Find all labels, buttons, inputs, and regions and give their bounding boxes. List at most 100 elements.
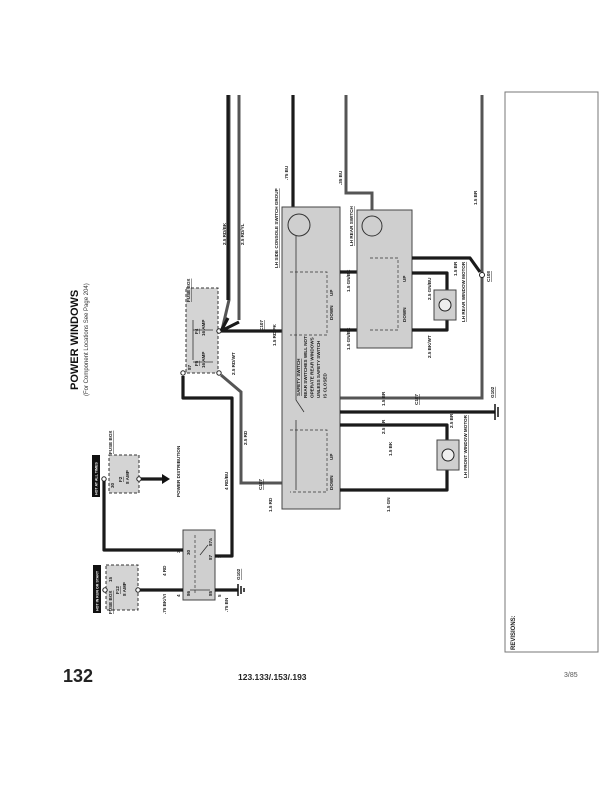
wire-label: 2.5 GN/BU bbox=[427, 277, 432, 300]
wire-4rd bbox=[102, 481, 183, 552]
wire-35bu bbox=[344, 95, 374, 210]
page-title: POWER WINDOWS bbox=[69, 290, 81, 390]
wire-label: 2.5 RD/BK bbox=[222, 222, 227, 245]
down-label: DOWN bbox=[329, 475, 334, 490]
wire-label: 1.5 BK bbox=[388, 441, 393, 456]
wire-label: .75 BU bbox=[284, 165, 289, 180]
relay-pin-4: 4 bbox=[176, 594, 181, 597]
relay-pin-87a: 87a bbox=[208, 538, 213, 546]
page-subtitle: (For Component Locations See Page 204) bbox=[84, 283, 90, 396]
revisions-label: REVISIONS: bbox=[511, 615, 517, 650]
hot-all-times-tag bbox=[92, 455, 100, 497]
f2-pin: 30 bbox=[110, 482, 115, 488]
f2-terminal bbox=[101, 476, 107, 482]
f2-terminal bbox=[136, 476, 142, 482]
up-label: UP bbox=[329, 454, 334, 460]
up-label: UP bbox=[402, 276, 407, 282]
safety-switch-label: SAFETY SWITCH bbox=[296, 358, 301, 396]
motor-icon bbox=[441, 448, 455, 462]
wire-label: 2.5 BR bbox=[381, 419, 386, 434]
wire-25rdwt bbox=[219, 317, 282, 333]
hot-run-start-tag bbox=[93, 565, 101, 613]
f12-pin: 15 bbox=[108, 576, 113, 582]
ground-icon bbox=[237, 584, 245, 596]
f5-rating: 16 AMP bbox=[201, 352, 206, 368]
rear-switch-label: LH REAR SWITCH bbox=[349, 206, 354, 246]
safety-note: OPERATE REAR WINDOWS bbox=[310, 337, 315, 398]
c108-connector bbox=[479, 272, 485, 278]
arrow-icon bbox=[162, 474, 170, 484]
relay-pin-86: 86 bbox=[186, 590, 191, 596]
wire-label: 2.5 BK/WT bbox=[427, 335, 432, 358]
wire-label: 4 RD bbox=[162, 565, 167, 576]
lh-rear-switch bbox=[356, 209, 413, 349]
connector-label: C107 bbox=[414, 394, 419, 405]
relay-pin-87: 87 bbox=[208, 554, 213, 560]
connector-label: C107 bbox=[259, 320, 264, 331]
console-switch-label: LH SIDE CONSOLE SWITCH GROUP bbox=[274, 188, 279, 268]
f12-rating: 8 AMP bbox=[122, 582, 127, 596]
switch-internal bbox=[295, 236, 305, 490]
power-distribution-label: POWER DISTRIBUTION bbox=[176, 445, 181, 497]
connector-label: G102 bbox=[236, 568, 241, 580]
fuse-link bbox=[192, 320, 213, 363]
safety-note: UNLESS SAFETY SWITCH bbox=[316, 340, 321, 398]
connector-label: G102 bbox=[490, 386, 495, 398]
motor-icon bbox=[438, 298, 452, 312]
fuse-box-label: FUSE BOX bbox=[108, 430, 113, 454]
model-numbers: 123.133/.153/.193 bbox=[238, 672, 307, 682]
wire-15br bbox=[340, 95, 484, 400]
f12-terminal bbox=[102, 587, 108, 593]
safety-note: REAR SWITCHES WILL NOT bbox=[303, 336, 308, 398]
wire-label: 1.5 RD bbox=[268, 497, 273, 512]
wire-4rdbu bbox=[181, 376, 234, 558]
illumination-lamp-icon bbox=[287, 213, 311, 237]
relay-pin-30: 30 bbox=[186, 549, 191, 555]
lh-side-console-switch-group bbox=[281, 206, 341, 510]
wire-label: 1.5 GN/BK bbox=[346, 269, 351, 292]
wire-15gnbk bbox=[340, 270, 357, 332]
ground-icon bbox=[494, 404, 499, 420]
f2-name: F2 bbox=[118, 476, 123, 482]
relay bbox=[182, 529, 216, 601]
wire-25rd bbox=[220, 373, 282, 485]
wire-label: 2.5 RD/YL bbox=[240, 223, 245, 245]
relay-pin-85: 85 bbox=[208, 590, 213, 596]
f2-rating: 8 AMP bbox=[125, 470, 130, 484]
fuse-box-f4-f5 bbox=[185, 287, 219, 374]
wire-label: .75 BK/VI bbox=[162, 594, 167, 614]
wire-label: .35 BU bbox=[338, 170, 343, 185]
wire-label: 2.5 BR bbox=[449, 413, 454, 428]
down-label: DOWN bbox=[402, 307, 407, 322]
wire-label: 1.5 RD/PK bbox=[272, 323, 277, 346]
front-motor-label: LH FRONT WINDOW MOTOR bbox=[463, 414, 468, 478]
relay-contact bbox=[190, 544, 210, 591]
wire-label: .75 BN bbox=[224, 597, 229, 612]
up-label: UP bbox=[329, 290, 334, 296]
wire-label: 1.5 BR bbox=[381, 391, 386, 406]
hot-run-start-label: HOT IN RUN OR START bbox=[96, 570, 100, 611]
f12-terminal bbox=[135, 587, 141, 593]
fuse-box-f2 bbox=[108, 454, 140, 494]
illumination-lamp-icon bbox=[361, 215, 383, 237]
fuse-box-label: FUSE BOX bbox=[186, 278, 191, 302]
wire-front-motor bbox=[340, 410, 495, 492]
safety-note: IS CLOSED bbox=[323, 373, 328, 398]
f5-pin: 87 bbox=[187, 364, 192, 370]
switch-dash bbox=[290, 271, 328, 493]
revisions-box bbox=[504, 91, 599, 653]
connector-label: C108 bbox=[486, 271, 491, 282]
f5-terminal bbox=[180, 370, 186, 376]
page-number: 132 bbox=[63, 666, 94, 686]
wire-label: 1.5 GN/BK bbox=[346, 327, 351, 350]
wire-label: 2.5 RD/WT bbox=[231, 352, 236, 375]
relay-pin-5: 5 bbox=[217, 594, 222, 597]
wire-label: 1.5 GN bbox=[386, 497, 391, 512]
wire-label: 1.5 BR bbox=[473, 190, 478, 205]
hot-all-times-label: HOT AT ALL TIMES bbox=[95, 462, 99, 495]
fuse-box-label: FUSE BOX bbox=[108, 590, 113, 614]
f4-rating: 16 AMP bbox=[201, 320, 206, 336]
wire-rear-motor bbox=[412, 256, 482, 332]
